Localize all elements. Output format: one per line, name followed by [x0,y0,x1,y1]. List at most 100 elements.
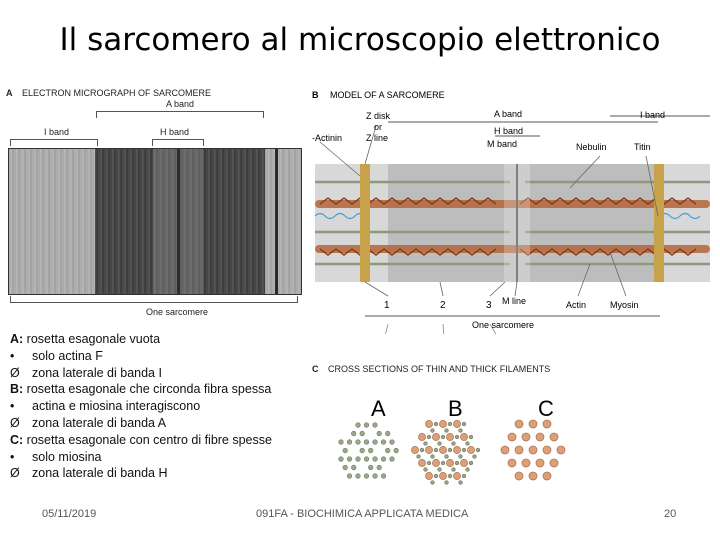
thick-filament-dot [418,459,426,467]
thin-filament-dot [458,428,463,433]
thin-filament-dot [363,473,370,479]
thick-filament-dot [528,471,538,481]
note-text: rosetta esagonale con centro di fibre sp… [23,432,272,447]
thin-filament-dot [426,434,432,440]
thick-filament-dot [432,459,440,467]
bullet-dot: • [10,399,15,414]
thin-filament-dot [363,422,370,428]
bullet-arrow: Ø [10,365,20,380]
myosin-heads [319,248,497,256]
thick-filament-dot [453,420,461,428]
thick-filament-dot [542,445,552,455]
thick-filament-dot [439,472,447,480]
thin-filament-dot [385,447,391,454]
thin-filament-dot [372,422,378,428]
thin-filament-dot [368,464,374,471]
cross-section-a [338,422,399,479]
thin-filament-dot [393,447,399,454]
thick-filament-dot [425,420,433,428]
pointer-line [439,281,444,297]
panel-c-heading: CROSS SECTIONS OF THIN AND THICK FILAMEN… [328,364,551,374]
thin-filament-dot [385,430,391,437]
thick-filament-dot [514,471,524,481]
thin-filament-dot [351,464,357,471]
thin-filament-dot [430,454,435,459]
footer-page-number: 20 [664,508,677,520]
thick-filament-dots [500,419,566,481]
pointer-line [645,155,659,217]
or-label: or [374,122,382,132]
electron-micrograph [8,148,302,295]
panel-a-heading: ELECTRON MICROGRAPH OF SARCOMERE [22,88,212,98]
note-key: C: [10,432,24,447]
titin-springs [314,212,701,220]
note-text: actina e miosina interagiscono [32,399,201,414]
pointer-line [514,281,518,297]
sarcomere-model-diagram: B MODEL OF A SARCOMERE Z disk or Z line … [312,90,710,334]
position-number-3: 3 [486,300,492,311]
thin-filament-dot [380,439,387,445]
notes-list: A: rosetta esagonale vuota •solo actina … [10,331,272,482]
note-key: B: [10,382,24,397]
thin-filament-dot [423,467,428,472]
thick-filament-dot [467,446,475,454]
thin-filament-dot [440,434,446,440]
thick-filament-dot [432,433,440,441]
thick-filament-dot [425,446,433,454]
pointer-line [609,251,627,297]
bullet-arrow: Ø [10,466,20,481]
thick-filament-dot [542,471,552,481]
panel-a-one-sarcomere: One sarcomere [146,307,209,317]
note-item: •solo miosina [10,449,272,466]
model-a-band-label: A band [494,109,522,119]
thick-filament-dot [460,459,468,467]
panel-b-heading: MODEL OF A SARCOMERE [330,90,445,100]
thin-filament-dot [444,454,449,459]
thick-filament-dot [549,458,559,468]
thick-filament-dot [500,445,510,455]
thin-filament-dot [376,464,382,471]
thin-filament-dot [458,480,463,485]
thin-filament-dot [372,473,378,479]
thin-filament-dot [468,460,474,466]
z-disk-left [360,164,370,282]
thin-filament-dot [454,434,460,440]
thin-filament-dot [437,441,442,446]
model-h-band-label: H band [494,126,523,136]
thin-filament-dot [468,434,474,440]
thin-filament-dot [351,430,357,437]
myosin-label: Myosin [610,300,639,310]
thick-filament-dot [535,458,545,468]
thin-filament-dot [380,473,387,479]
note-a-title: A: rosetta esagonale vuota [10,331,272,348]
thin-filament-dot [355,456,361,462]
thick-filaments [315,197,710,256]
note-c-title: C: rosetta esagonale con centro di fibre… [10,432,272,449]
micrograph-i-band-left [9,149,95,294]
thin-filament-dot [338,439,344,445]
z-disk-label: Z disk [366,111,391,121]
model-one-sarcomere-label: One sarcomere [472,320,534,330]
thin-filament-dot [342,447,348,454]
thin-filament-dot [475,447,481,453]
model-m-band-label: M band [487,139,517,149]
cross-section-b [411,420,481,485]
z-disk-right [654,164,664,282]
thin-filament-dots [338,422,399,479]
thin-filament-dot [444,480,449,485]
thin-filament-dot [433,421,439,427]
thick-filament-dot [453,446,461,454]
thin-filament-dot [363,439,370,445]
panel-a-h-band-label: H band [160,127,190,137]
thin-filament-dot [359,447,365,454]
thin-filament-dot [342,464,348,471]
thick-filament-dot [418,433,426,441]
thin-filament-dot [389,439,395,445]
thin-filament-dot [437,467,442,472]
thin-filament-dot [465,441,470,446]
thin-filament-dot [454,460,460,466]
m-line-label: M line [502,296,526,306]
thin-filament-dot [419,447,425,453]
